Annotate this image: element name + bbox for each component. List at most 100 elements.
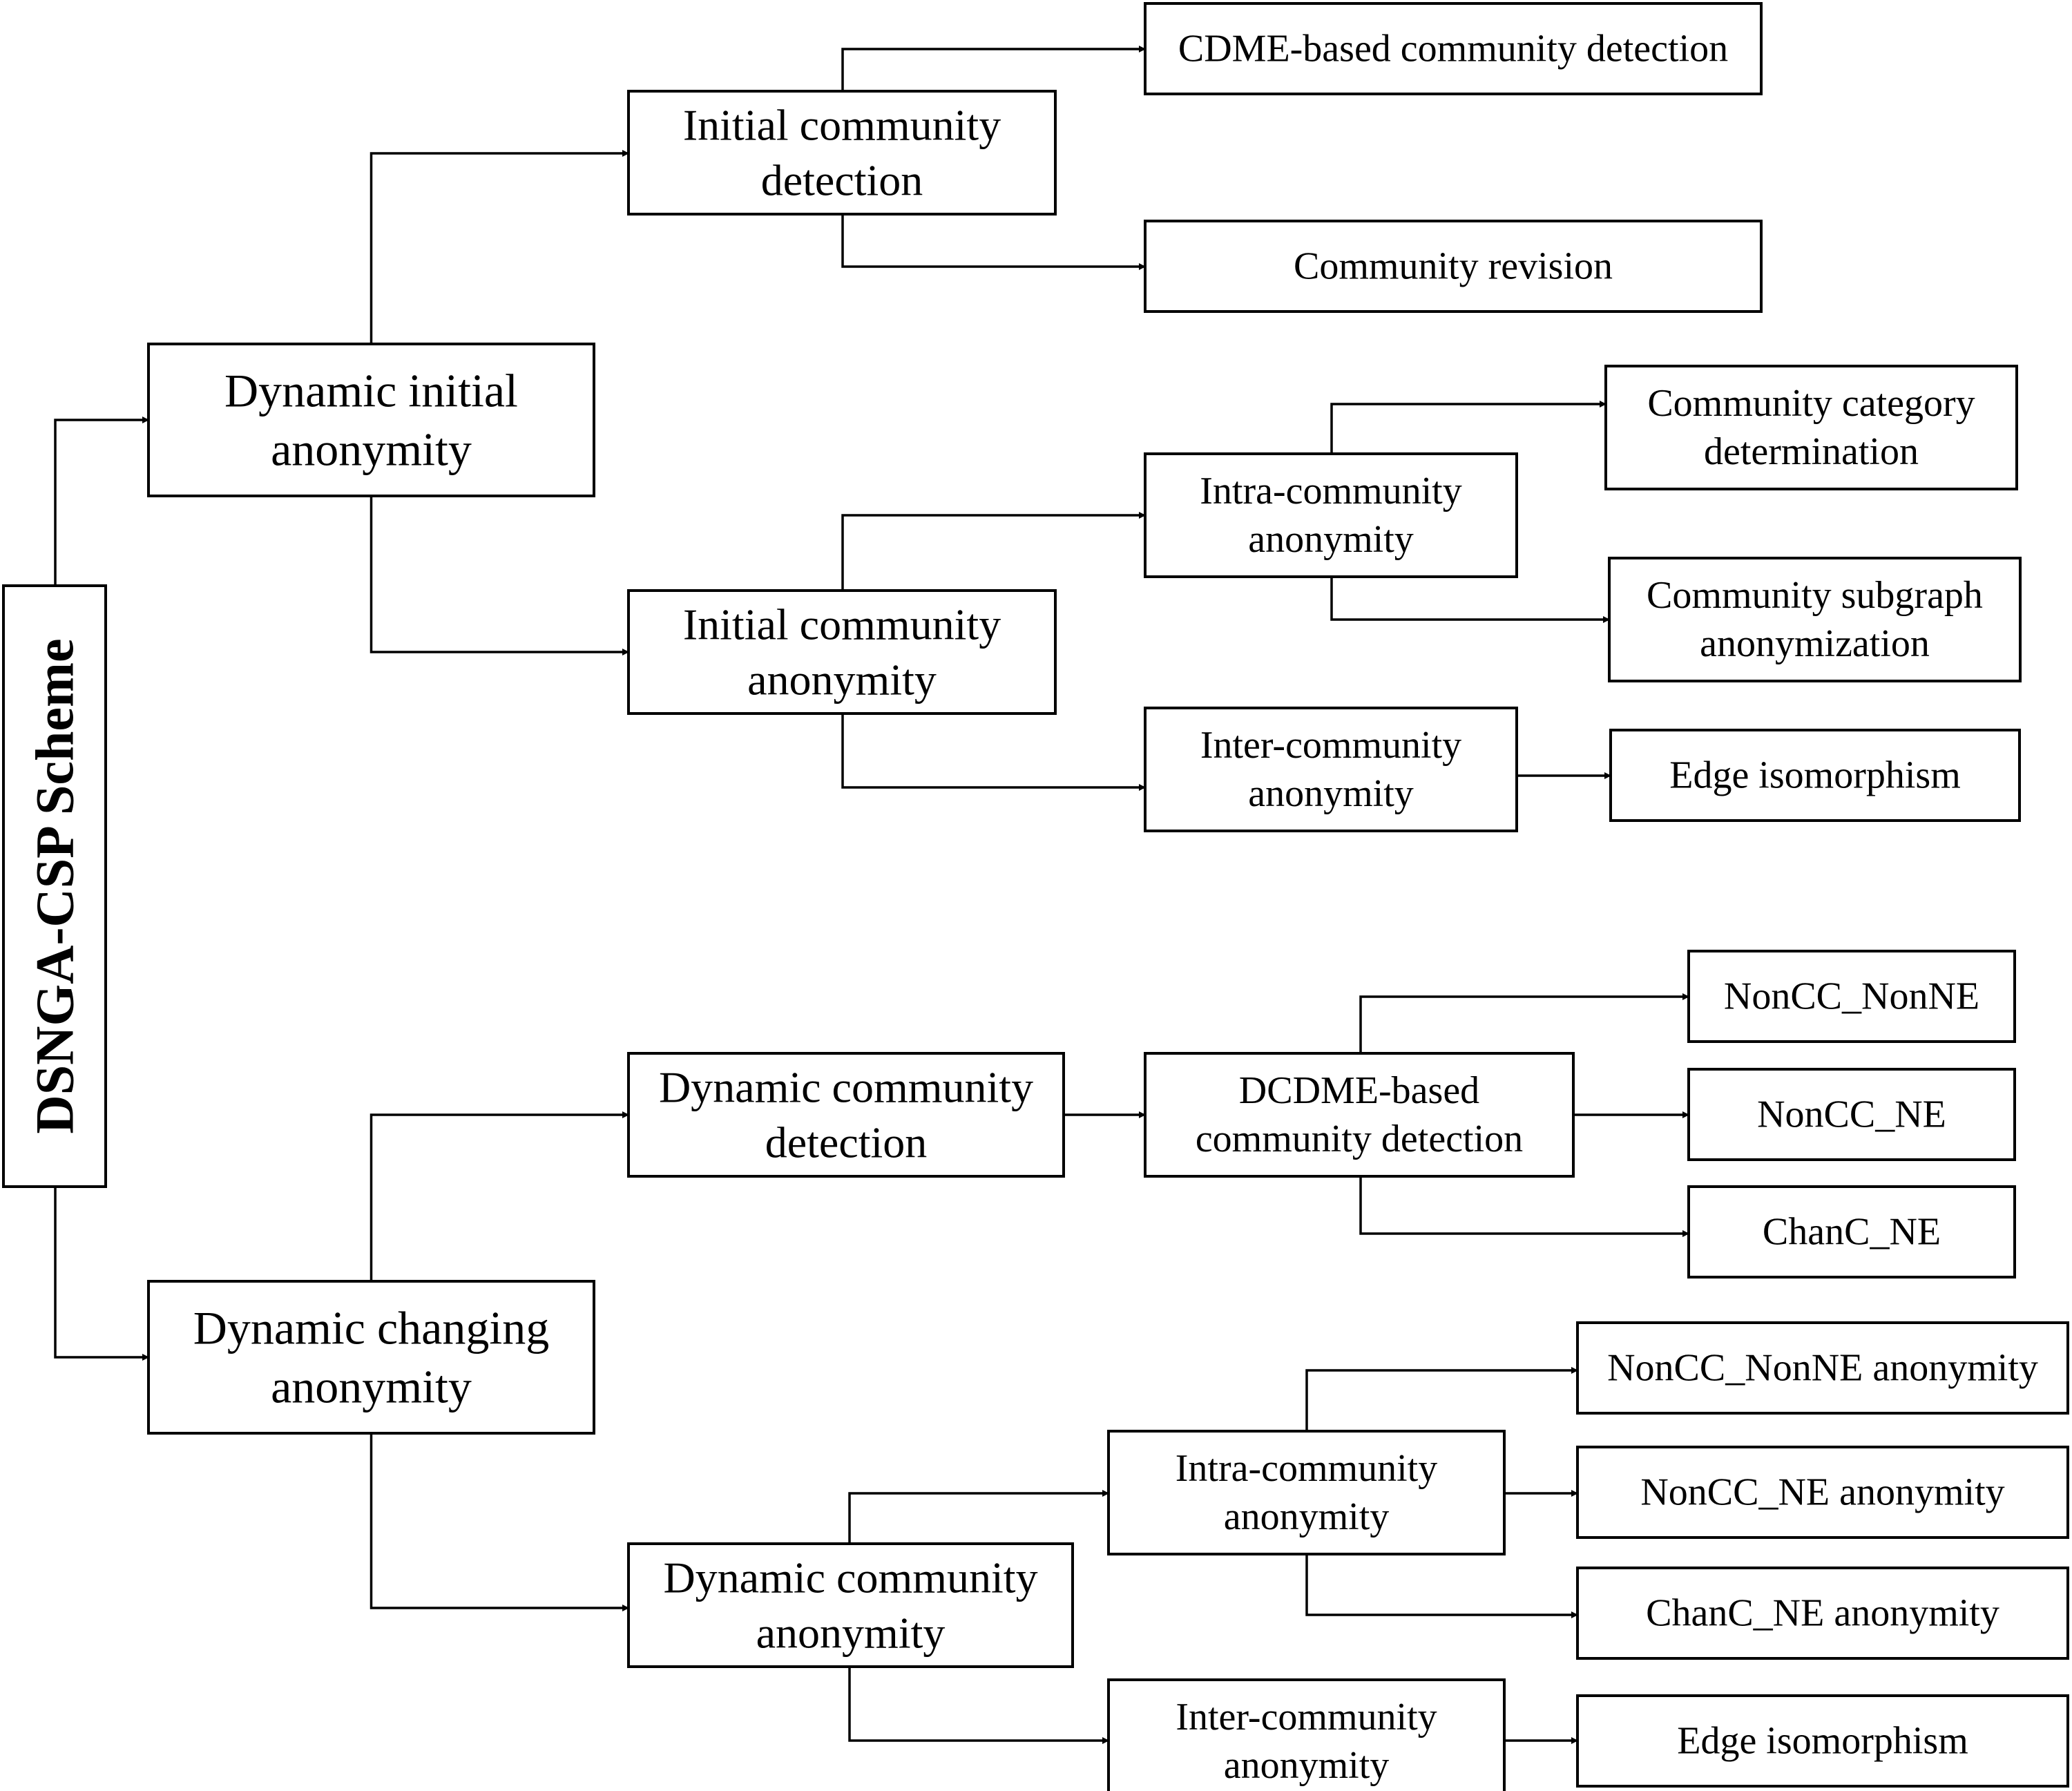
box-dcdme: DCDME-based community detection (1144, 1052, 1575, 1178)
box-label: anonymity (1224, 1744, 1390, 1787)
box-label: Intra-community (1200, 470, 1461, 513)
box-label: NonCC_NonNE (1724, 975, 1979, 1018)
box-label: anonymity (1248, 772, 1414, 815)
box-noncc-ne-anon: NonCC_NE anonymity (1576, 1446, 2069, 1539)
box-label: DSNGA-CSP Scheme (25, 638, 85, 1133)
box-frame (1107, 1678, 1506, 1791)
connector-init_comm_anon-to-intra1 (841, 512, 1146, 591)
box-inter1: Inter-community anonymity (1144, 707, 1518, 832)
box-label: Community revision (1294, 245, 1613, 288)
box-comm-rev: Community revision (1144, 220, 1763, 313)
box-subgraph: Community subgraph anonymization (1608, 557, 2022, 682)
box-edge-iso1: Edge isomorphism (1609, 729, 2021, 822)
box-frame (1576, 1321, 2069, 1415)
connector-intra2-to-noncc_nonne_anon (1305, 1367, 1578, 1431)
box-frame (147, 1280, 595, 1435)
box-noncc-ne: NonCC_NE (1687, 1068, 2016, 1161)
box-cdme: CDME-based community detection (1144, 2, 1763, 95)
connector-dyn_changing-to-dyn_comm_anon (370, 1433, 629, 1611)
box-edge-iso2: Edge isomorphism (1576, 1694, 2069, 1788)
box-frame (1576, 1567, 2069, 1660)
box-label: DCDME-based (1239, 1069, 1479, 1112)
box-frame (1144, 707, 1518, 832)
box-label: Community subgraph (1647, 574, 1983, 617)
box-dyn-comm-det: Dynamic community detection (627, 1052, 1065, 1178)
box-frame (627, 1052, 1065, 1178)
connector-init_comm_det-to-comm_rev (841, 214, 1146, 270)
connector-root-to-dyn_initial (54, 416, 149, 586)
connector-dcdme-to-chanc_ne (1359, 1176, 1689, 1237)
box-inter2: Inter-community anonymity (1107, 1678, 1506, 1791)
box-label: Intra-community (1176, 1447, 1437, 1490)
box-dyn-initial: Dynamic initial anonymity (147, 343, 595, 497)
box-noncc-nonne: NonCC_NonNE (1687, 950, 2016, 1043)
connector-layer (54, 46, 1689, 1744)
box-label: community detection (1196, 1118, 1523, 1160)
connector-dcdme-to-noncc_nonne (1359, 993, 1689, 1053)
connector-root-to-dyn_changing (54, 1187, 149, 1361)
box-frame (627, 589, 1057, 715)
connector-intra2-to-chanc_ne_anon (1305, 1554, 1578, 1618)
box-label: Inter-community (1176, 1696, 1437, 1739)
box-label: anonymity (756, 1609, 946, 1658)
box-label: ChanC_NE (1763, 1211, 1941, 1254)
connector-intra1-to-subgraph (1330, 577, 1610, 623)
box-label: Dynamic changing (193, 1302, 550, 1354)
box-label: Edge isomorphism (1677, 1720, 1968, 1763)
box-frame (1608, 557, 2022, 682)
box-chanc-ne-anon: ChanC_NE anonymity (1576, 1567, 2069, 1660)
box-frame (147, 343, 595, 497)
box-frame (1687, 1068, 2016, 1161)
box-dyn-changing: Dynamic changing anonymity (147, 1280, 595, 1435)
box-frame (1144, 1052, 1575, 1178)
box-label: anonymization (1700, 622, 1930, 665)
box-frame (1576, 1446, 2069, 1539)
box-label: CDME-based community detection (1178, 28, 1728, 70)
box-chanc-ne: ChanC_NE (1687, 1185, 2016, 1278)
box-label: Dynamic community (659, 1063, 1033, 1112)
box-label: determination (1704, 430, 1919, 473)
box-label: anonymity (1248, 518, 1414, 561)
connector-dyn_initial-to-init_comm_anon (370, 496, 629, 655)
box-label: ChanC_NE anonymity (1646, 1592, 1999, 1635)
box-label: NonCC_NE (1757, 1093, 1946, 1136)
box-label: Inter-community (1200, 724, 1461, 767)
box-label: Initial community (683, 101, 1001, 150)
box-noncc-nonne-anon: NonCC_NonNE anonymity (1576, 1321, 2069, 1415)
box-frame (2, 584, 107, 1188)
connector-dyn_initial-to-init_comm_det (370, 150, 629, 344)
box-label: Dynamic community (663, 1553, 1037, 1602)
box-frame (1144, 452, 1518, 578)
connector-dyn_comm_anon-to-intra2 (848, 1490, 1109, 1544)
box-label: detection (765, 1118, 928, 1167)
box-label: anonymity (1224, 1495, 1390, 1538)
connector-intra1-to-cat_det (1330, 401, 1606, 454)
box-label: anonymity (747, 655, 937, 705)
box-frame (1687, 1185, 2016, 1278)
box-label: Edge isomorphism (1669, 754, 1961, 797)
connector-init_comm_anon-to-inter1 (841, 713, 1146, 791)
box-label: anonymity (271, 1361, 472, 1413)
connector-dyn_comm_anon-to-inter2 (848, 1667, 1109, 1744)
box-intra1: Intra-community anonymity (1144, 452, 1518, 578)
box-frame (1144, 2, 1763, 95)
connector-init_comm_det-to-cdme (841, 46, 1146, 91)
box-intra2: Intra-community anonymity (1107, 1430, 1506, 1555)
box-label: NonCC_NE anonymity (1640, 1471, 2004, 1514)
box-label: Community category (1647, 382, 1975, 425)
box-label: anonymity (271, 423, 472, 476)
box-frame (627, 90, 1057, 216)
box-frame (1107, 1430, 1506, 1555)
box-frame (1576, 1694, 2069, 1788)
box-cat-det: Community category determination (1604, 365, 2018, 490)
box-label: detection (761, 156, 923, 205)
box-label: NonCC_NonNE anonymity (1607, 1347, 2038, 1390)
box-frame (1609, 729, 2021, 822)
box-label: Dynamic initial (224, 365, 518, 417)
connector-dyn_changing-to-dyn_comm_det (370, 1111, 629, 1281)
box-frame (1687, 950, 2016, 1043)
box-frame (627, 1542, 1074, 1668)
